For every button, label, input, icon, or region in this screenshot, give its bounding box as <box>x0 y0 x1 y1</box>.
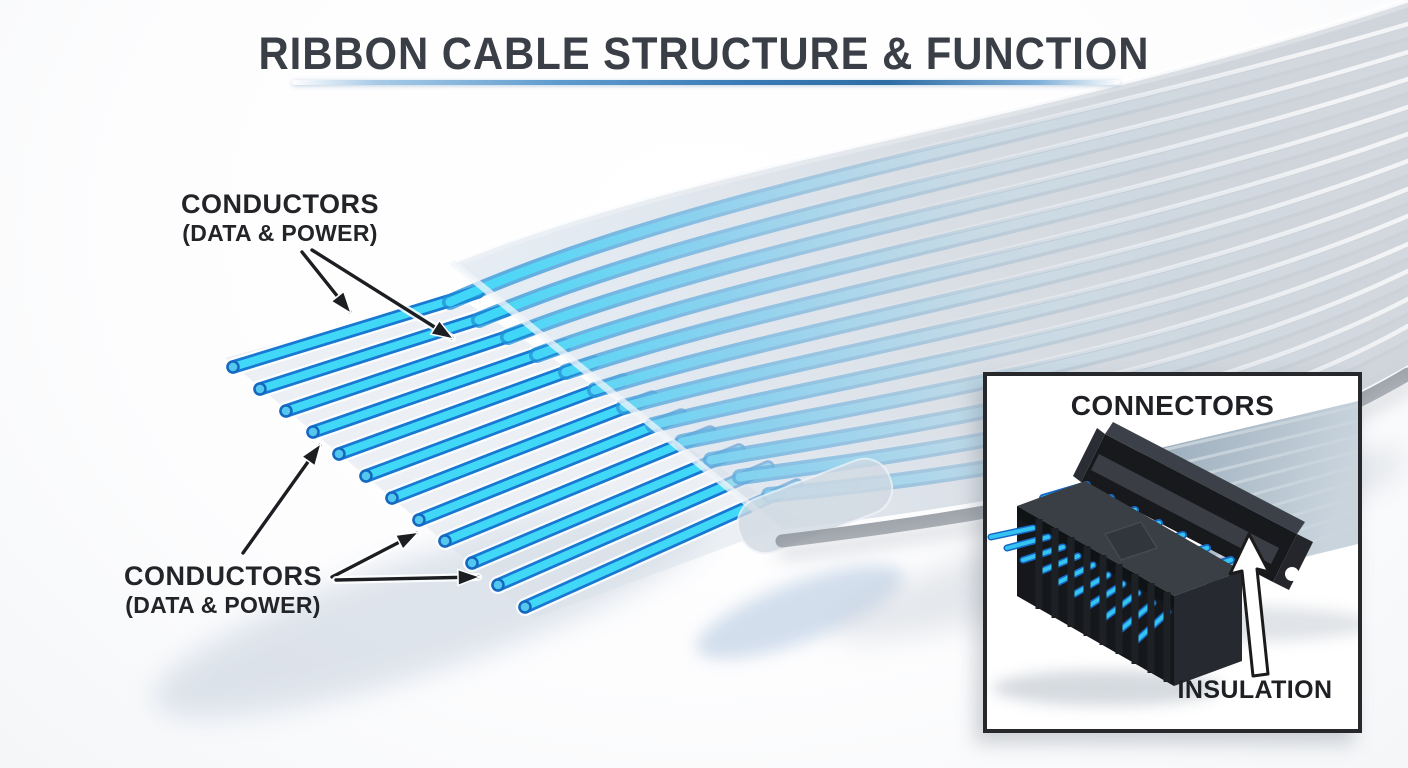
annotation-arrows <box>239 246 478 581</box>
connector-notch <box>1285 567 1299 581</box>
callout-line1: CONDUCTORS <box>180 189 379 219</box>
conductor-rod <box>251 301 516 398</box>
connector-left-slots <box>1035 519 1171 682</box>
inset-title: CONNECTORS <box>1070 390 1275 421</box>
connectors-illustration <box>987 401 1358 706</box>
insulation-ridges <box>447 21 1408 490</box>
annotation-arrow <box>308 246 456 342</box>
annotation-arrow <box>239 441 324 557</box>
page-title: RIBBON CABLE STRUCTURE & FUNCTION <box>0 28 1408 80</box>
conductor-rod <box>357 371 632 485</box>
title-underline <box>292 80 1120 85</box>
connector-left <box>987 481 1242 686</box>
conductor-rod <box>224 283 487 376</box>
callout-conductors-top: CONDUCTORS (DATA & POWER) <box>130 189 430 246</box>
annotation-arrow <box>328 529 421 581</box>
conductor-rod <box>436 423 719 550</box>
conductor-rod <box>463 441 748 572</box>
conductor-rod <box>410 406 690 529</box>
callout-line2: (DATA & POWER) <box>182 220 378 247</box>
exposed-conductors <box>224 283 806 616</box>
conductor-rod <box>277 318 545 420</box>
conductor-rod <box>304 336 574 441</box>
conductor-rod <box>330 353 603 463</box>
page-title-text: RIBBON CABLE STRUCTURE & FUNCTION <box>258 28 1150 79</box>
insulation-label: INSULATION <box>1177 676 1333 704</box>
annotation-arrow <box>298 248 354 316</box>
callout-line2: (DATA & POWER) <box>125 592 321 619</box>
annotation-arrow <box>332 577 478 580</box>
insulation-pointer-arrow <box>1228 532 1271 678</box>
strip-boundary-edge <box>449 259 783 533</box>
conductor-rod <box>383 388 661 507</box>
callout-line1: CONDUCTORS <box>123 561 322 591</box>
callout-conductors-bottom: CONDUCTORS (DATA & POWER) <box>73 561 373 618</box>
connectors-inset: CONNECTORS INSULATION <box>983 372 1362 733</box>
